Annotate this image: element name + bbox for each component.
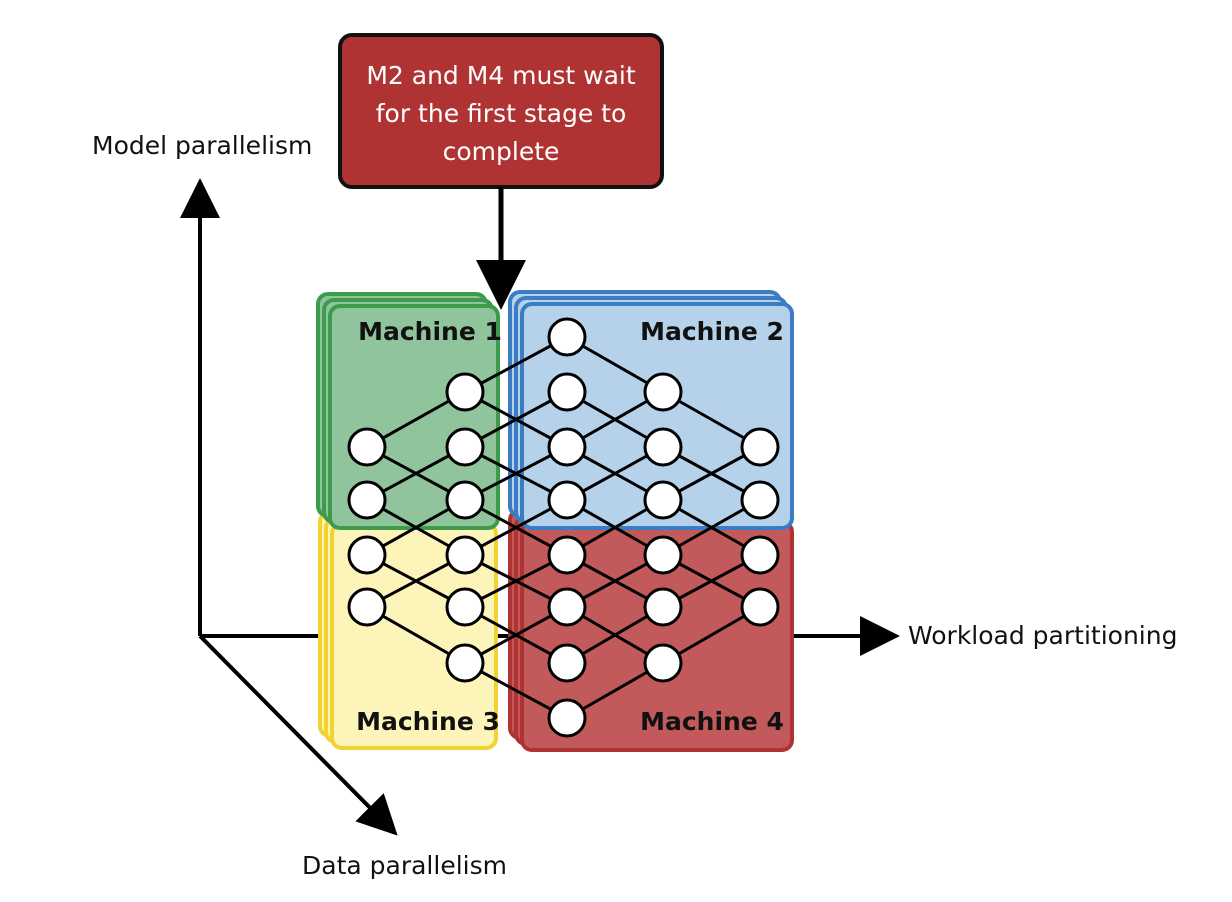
machine-3-label: Machine 3 [356,707,500,736]
model-parallelism-label: Model parallelism [92,131,312,160]
machine-4-label: Machine 4 [640,707,784,736]
network-node [445,480,485,520]
network-node [347,427,387,467]
network-node [547,643,587,683]
machine-1-label: Machine 1 [358,317,502,346]
network-node [547,427,587,467]
network-node [445,372,485,412]
network-node [547,480,587,520]
network-node [547,698,587,738]
network-node [643,480,683,520]
network-node [547,587,587,627]
network-nodes [347,317,780,738]
network-node [740,480,780,520]
callout-box: M2 and M4 must wait for the first stage … [338,33,664,189]
callout-line-1: M2 and M4 must wait [366,61,636,90]
network-node [445,535,485,575]
network-node [740,587,780,627]
network-node [740,427,780,467]
network-node [643,535,683,575]
network-node [643,372,683,412]
network-node [347,535,387,575]
machine-2-label: Machine 2 [640,317,784,346]
network-node [445,427,485,467]
network-node [445,643,485,683]
data-parallelism-axis [198,634,398,836]
callout-line-2: for the first stage to [376,99,627,128]
data-parallelism-label: Data parallelism [302,851,507,880]
network-node [643,587,683,627]
callout-line-3: complete [443,137,560,166]
network-node [547,535,587,575]
machine-1-box [316,292,500,530]
workload-partitioning-label: Workload partitioning [908,621,1177,650]
network-node [547,317,587,357]
network-node [547,372,587,412]
network-node [643,643,683,683]
network-node [445,587,485,627]
network-node [740,535,780,575]
network-node [347,587,387,627]
network-node [643,427,683,467]
network-node [347,480,387,520]
